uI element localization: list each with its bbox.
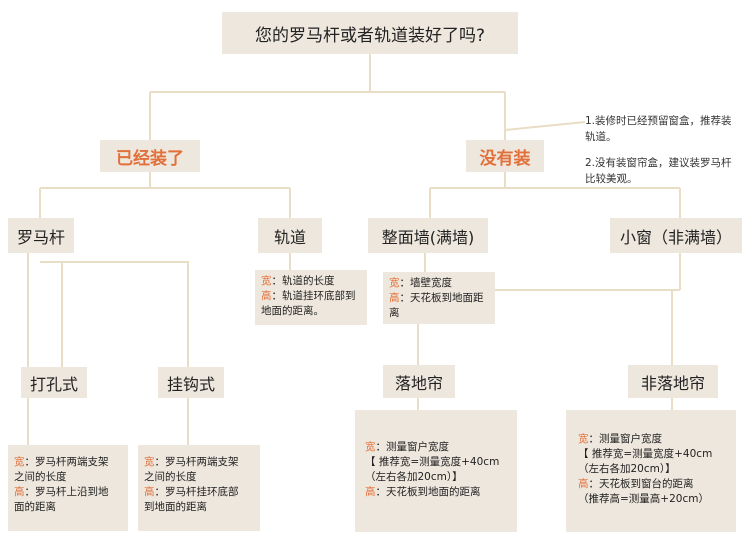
small-window-node: 小窗（非满墙） bbox=[610, 218, 742, 253]
not-installed-label: 没有装 bbox=[466, 140, 544, 172]
nonfloor-line-1: 宽：测量窗户宽度 bbox=[578, 433, 662, 445]
full-wall-node: 整面墙(满墙) bbox=[368, 218, 488, 253]
floor-curtain-info: 宽：测量窗户宽度 【 推荐宽=测量宽度+40cm （左右各加20cm）】 高：天… bbox=[355, 410, 517, 532]
track-node: 轨道 bbox=[258, 218, 322, 253]
floor-line-4: 高：天花板到地面的距离 bbox=[365, 486, 481, 498]
hook-line-2: 之间的长度 bbox=[144, 471, 197, 483]
note-2: 2.没有装窗帘盒，建议装罗马杆比较美观。 bbox=[585, 157, 732, 185]
track-height-line: 高：轨道挂环底部到 bbox=[261, 290, 356, 302]
track-height-line-cont: 地面的距离。 bbox=[261, 305, 324, 317]
hook-info: 宽：罗马杆两端支架 之间的长度 高：罗马杆挂环底部 到地面的距离 bbox=[138, 445, 260, 531]
full-wall-info: 宽：墙壁宽度 高：天花板到地面距 离 bbox=[383, 272, 495, 324]
nonfloor-line-2: 【 推荐宽=测量宽度+40cm bbox=[578, 448, 713, 460]
nonfloor-line-5: （推荐高=测量高+20cm） bbox=[578, 493, 709, 505]
track-width-line: 宽：轨道的长度 bbox=[261, 275, 335, 287]
nonfloor-line-3: （左右各加20cm）】 bbox=[578, 463, 676, 475]
nonfloor-line-4: 高：天花板到窗台的距离 bbox=[578, 478, 694, 490]
floor-line-1: 宽：测量窗户宽度 bbox=[365, 441, 449, 453]
hook-line-4: 到地面的距离 bbox=[144, 501, 207, 513]
drilled-line-2: 之间的长度 bbox=[14, 471, 67, 483]
roman-rod-node: 罗马杆 bbox=[8, 218, 74, 253]
installed-label: 已经装了 bbox=[100, 140, 200, 172]
hook-node: 挂钩式 bbox=[158, 367, 224, 398]
hook-line-3: 高：罗马杆挂环底部 bbox=[144, 486, 239, 498]
non-floor-curtain-node: 非落地帘 bbox=[628, 365, 718, 398]
drilled-line-1: 宽：罗马杆两端支架 bbox=[14, 456, 109, 468]
floor-line-2: 【 推荐宽=测量宽度+40cm bbox=[365, 456, 500, 468]
full-wall-height-line-cont: 离 bbox=[389, 307, 400, 319]
hook-line-1: 宽：罗马杆两端支架 bbox=[144, 456, 239, 468]
not-installed-notes: 1.装修时已经预留窗盒，推荐装轨道。 2.没有装窗帘盒，建议装罗马杆比较美观。 bbox=[585, 113, 740, 197]
drilled-line-3: 高：罗马杆上沿到地 bbox=[14, 486, 109, 498]
drilled-line-4: 面的距离 bbox=[14, 501, 56, 513]
floor-line-3: （左右各加20cm）】 bbox=[365, 471, 463, 483]
drilled-info: 宽：罗马杆两端支架 之间的长度 高：罗马杆上沿到地 面的距离 bbox=[8, 445, 128, 531]
full-wall-width-line: 宽：墙壁宽度 bbox=[389, 277, 452, 289]
floor-curtain-node: 落地帘 bbox=[383, 365, 455, 398]
non-floor-curtain-info: 宽：测量窗户宽度 【 推荐宽=测量宽度+40cm （左右各加20cm）】 高：天… bbox=[566, 410, 736, 532]
note-1: 1.装修时已经预留窗盒，推荐装轨道。 bbox=[585, 115, 732, 143]
drilled-node: 打孔式 bbox=[21, 367, 87, 398]
track-info: 宽：轨道的长度 高：轨道挂环底部到 地面的距离。 bbox=[255, 270, 367, 325]
full-wall-height-line: 高：天花板到地面距 bbox=[389, 292, 484, 304]
root-question: 您的罗马杆或者轨道装好了吗? bbox=[222, 12, 518, 54]
